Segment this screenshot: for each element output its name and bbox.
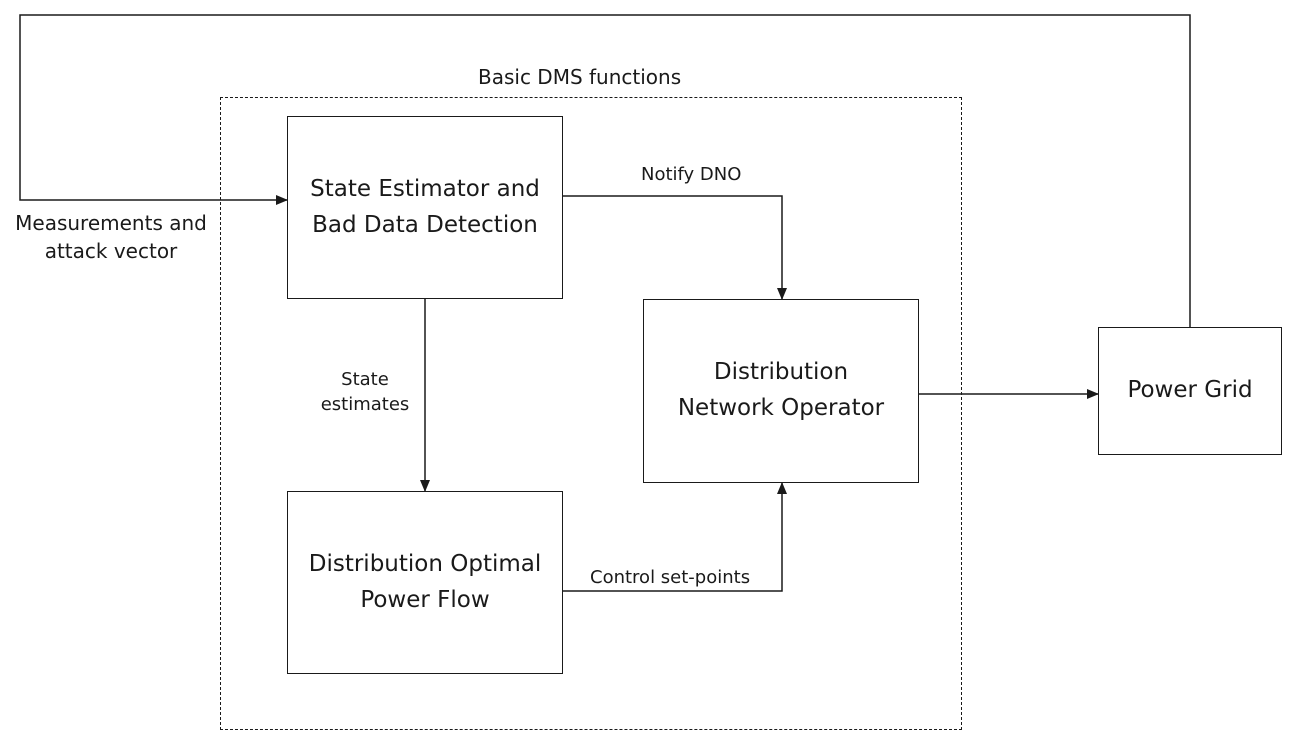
state-estimator-node: State Estimator and Bad Data Detection: [287, 116, 563, 299]
state-estimator-label: State Estimator and Bad Data Detection: [310, 175, 540, 238]
dno-node: Distribution Network Operator: [643, 299, 919, 483]
edge-measurements-feedback: [19, 14, 1191, 328]
group-label: Basic DMS functions: [478, 65, 682, 89]
basic-dms-boundary: [220, 97, 962, 730]
notify-dno-label: Notify DNO: [641, 164, 742, 185]
dopf-label: Distribution Optimal Power Flow: [308, 550, 542, 613]
edge-notify-dno: [563, 195, 787, 300]
dopf-node: Distribution Optimal Power Flow: [287, 491, 563, 674]
dno-label: Distribution Network Operator: [677, 359, 885, 421]
power-grid-label: Power Grid: [1127, 377, 1253, 404]
edge-control-set-points: [563, 482, 787, 592]
measurements-label: Measurements and attack vector: [15, 211, 207, 263]
power-grid-node: Power Grid: [1098, 327, 1282, 455]
control-set-points-label: Control set-points: [590, 567, 751, 588]
state-estimates-label: State estimates: [320, 369, 410, 416]
